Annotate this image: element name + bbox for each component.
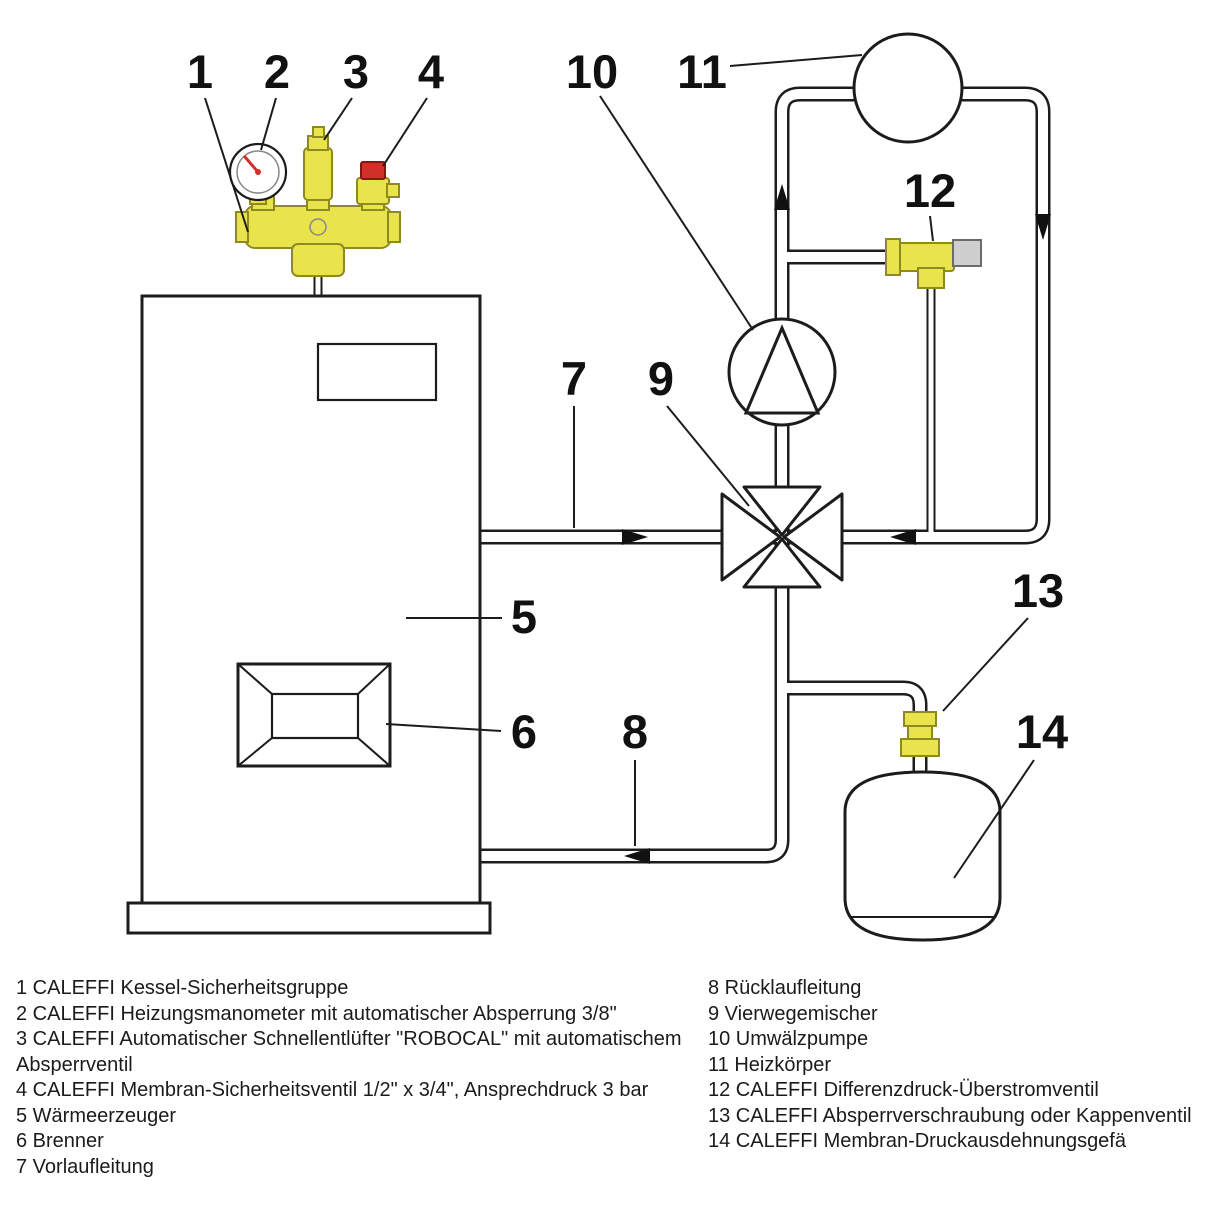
shutoff-union-valve xyxy=(900,711,940,757)
callout-13: 13 xyxy=(1012,564,1064,617)
safety-valve-body xyxy=(356,177,390,205)
safety-group-manifold xyxy=(244,205,392,249)
callout-2: 2 xyxy=(264,45,290,98)
legend-item: 5 Wärmeerzeuger xyxy=(16,1104,177,1127)
legend-item: 7 Vorlaufleitung xyxy=(16,1155,154,1178)
legend-item: 14 CALEFFI Membran-Druckausdehnungsgefä xyxy=(708,1130,1126,1152)
flow-arrow-return-left xyxy=(624,848,650,864)
legend-right-column: 8 Rücklaufleitung 9 Vierwegemischer 10 U… xyxy=(708,976,1192,1155)
flow-arrows xyxy=(622,184,1051,864)
pressure-gauge xyxy=(228,142,288,205)
legend-item: 11 Heizkörper xyxy=(708,1053,832,1076)
callout-4: 4 xyxy=(418,45,444,98)
legend-item: 4 CALEFFI Membran-Sicherheitsventil 1/2"… xyxy=(16,1079,649,1101)
circulation-pump xyxy=(727,317,837,427)
dp-valve-body xyxy=(897,242,955,272)
boiler xyxy=(126,294,492,935)
legend-item: 3 CALEFFI Automatischer Schnellentlüfter… xyxy=(16,1028,682,1050)
gauge-needle xyxy=(243,155,260,174)
boiler-base xyxy=(126,901,492,935)
callout-11: 11 xyxy=(677,45,727,98)
vessel-shell xyxy=(843,770,1002,942)
legend-item: 10 Umwälzpumpe xyxy=(708,1028,869,1050)
radiator xyxy=(852,32,964,144)
pump-impeller-triangle xyxy=(743,324,821,415)
safety-valve xyxy=(356,161,400,205)
callout-6: 6 xyxy=(511,705,537,758)
expansion-vessel xyxy=(843,770,1002,942)
boiler-safety-group xyxy=(228,126,401,277)
four-way-mixer xyxy=(720,485,844,589)
legend-item: 9 Vierwegemischer xyxy=(708,1002,878,1025)
caleffi-logo-mark xyxy=(309,218,327,236)
radiator-loop-pipe xyxy=(774,86,1051,550)
legend-item: Absperrventil xyxy=(16,1053,133,1076)
callout-8: 8 xyxy=(622,705,648,758)
safety-valve-red-cap xyxy=(360,161,386,180)
callout-numbers: 1 2 3 4 10 11 12 7 9 5 6 8 13 14 xyxy=(187,45,1068,758)
callout-10: 10 xyxy=(566,45,618,98)
differential-pressure-valve xyxy=(885,238,982,289)
flow-arrow-riser-up xyxy=(774,184,790,210)
callout-7: 7 xyxy=(561,352,587,405)
legend-left-column: 1 CALEFFI Kessel-Sicherheitsgruppe 2 CAL… xyxy=(16,976,682,1180)
callout-14: 14 xyxy=(1016,705,1068,758)
legend-item: 8 Rücklaufleitung xyxy=(708,977,862,999)
callout-leader-lines xyxy=(204,54,1035,879)
legend-item: 1 CALEFFI Kessel-Sicherheitsgruppe xyxy=(16,977,349,999)
pipes-inner xyxy=(315,89,1048,861)
dp-valve-knob xyxy=(952,239,982,267)
burner-panel xyxy=(236,662,392,768)
manifold-center-bulge xyxy=(291,243,345,277)
callout-12: 12 xyxy=(904,164,956,217)
flow-arrow-drop-down xyxy=(1035,214,1051,240)
air-vent-body xyxy=(303,147,333,201)
callout-1: 1 xyxy=(187,45,213,98)
callout-9: 9 xyxy=(648,352,674,405)
air-vent xyxy=(303,126,333,201)
legend-item: 12 CALEFFI Differenzdruck-Überstromventi… xyxy=(708,1079,1099,1101)
callout-5: 5 xyxy=(511,590,537,643)
burner-inner-frame xyxy=(270,692,360,740)
gauge-hub xyxy=(255,169,261,175)
boiler-label-plate xyxy=(316,342,438,402)
return-pipe xyxy=(480,530,790,864)
legend-item: 13 CALEFFI Absperrverschraubung oder Kap… xyxy=(708,1104,1192,1127)
legend-item: 2 CALEFFI Heizungsmanometer mit automati… xyxy=(16,1002,617,1025)
flow-arrow-supply-right xyxy=(622,529,648,545)
legend-item: 6 Brenner xyxy=(16,1130,104,1152)
flow-arrow-into-mixer-left xyxy=(890,529,916,545)
callout-3: 3 xyxy=(343,45,369,98)
